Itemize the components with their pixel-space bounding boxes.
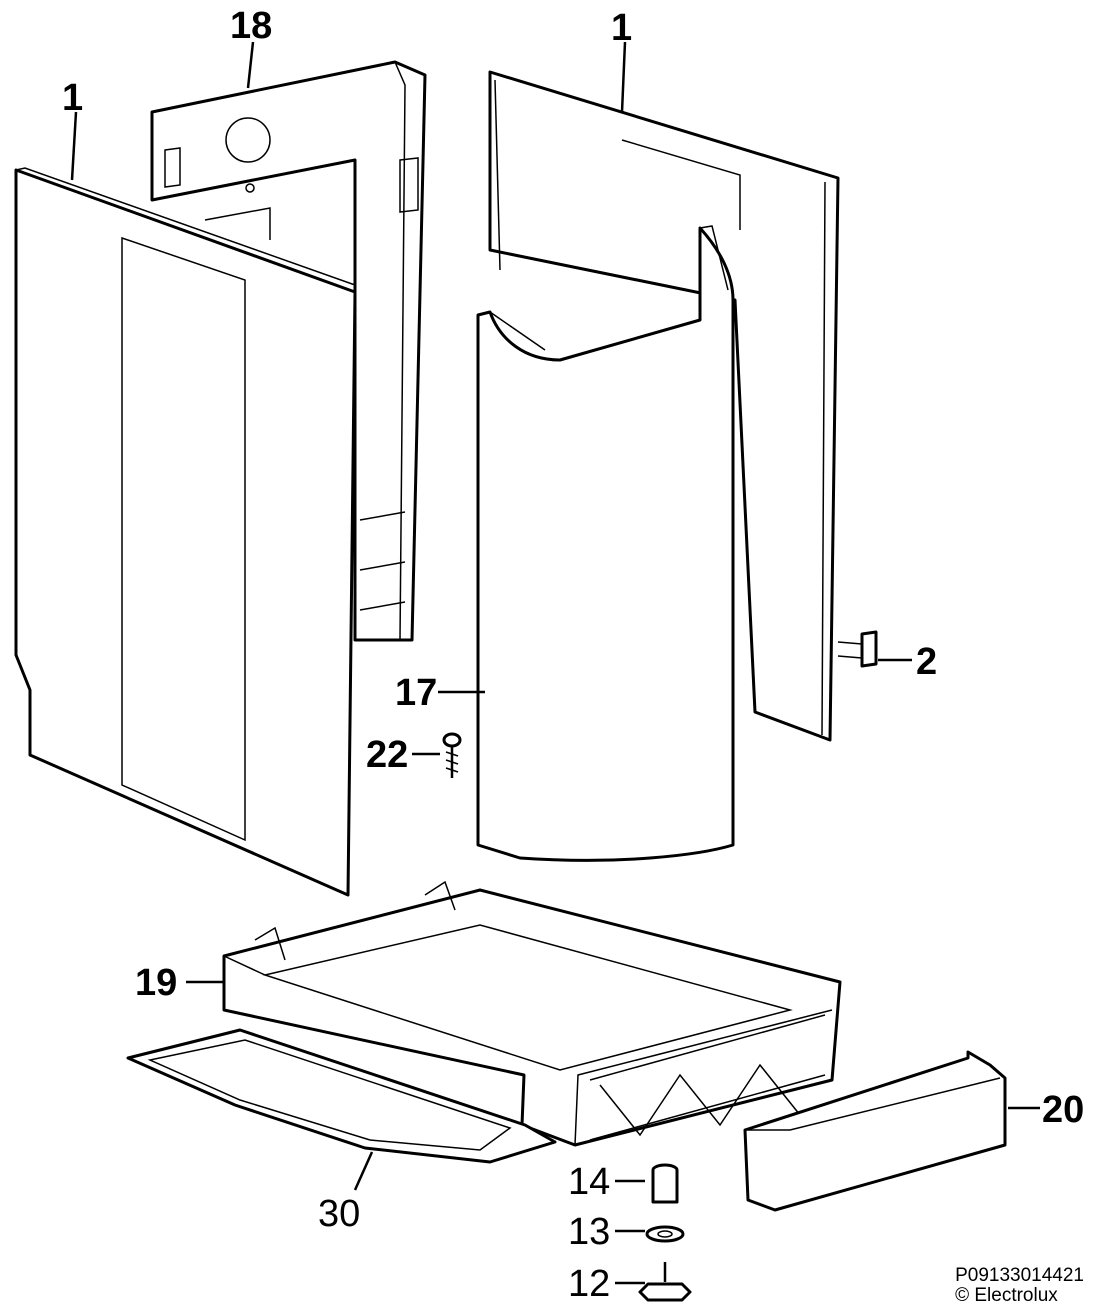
- part-1-left-side-panel: [14, 167, 357, 897]
- callout-1-left: 1: [62, 77, 83, 119]
- part-22-screw: [442, 732, 462, 778]
- part-17-front-cover: [476, 225, 735, 862]
- part-12-foot: [638, 1262, 692, 1302]
- part-19-base-frame: [222, 880, 842, 1147]
- part-20-plinth: [743, 1050, 1007, 1212]
- callout-22: 22: [366, 734, 408, 776]
- part-2-clip: [837, 630, 878, 668]
- callout-labels: 1 18 1 2 17 22 19 20 14 13 12 30: [62, 5, 1084, 1305]
- callout-20: 20: [1042, 1089, 1084, 1131]
- callout-13: 13: [568, 1211, 610, 1253]
- part-13-washer: [645, 1225, 685, 1243]
- callout-19: 19: [135, 962, 177, 1004]
- leader-lines: [70, 41, 1040, 1285]
- callout-14: 14: [568, 1161, 610, 1203]
- part-14-spacer: [651, 1163, 679, 1204]
- part-18-rear-panel: [150, 60, 427, 642]
- callout-18: 18: [230, 5, 272, 47]
- callout-17: 17: [395, 672, 437, 714]
- callout-30: 30: [318, 1193, 360, 1235]
- callout-12: 12: [568, 1263, 610, 1305]
- part-30-filter-mesh: [126, 1028, 557, 1164]
- drawing-footer: P09133014421 © Electrolux: [955, 1266, 1084, 1306]
- copyright-notice: © Electrolux: [955, 1285, 1058, 1306]
- drawing-number: P09133014421: [955, 1265, 1084, 1286]
- part-1-right-side-panel: [488, 70, 840, 742]
- callout-1-right: 1: [611, 7, 632, 49]
- callout-2: 2: [916, 641, 937, 683]
